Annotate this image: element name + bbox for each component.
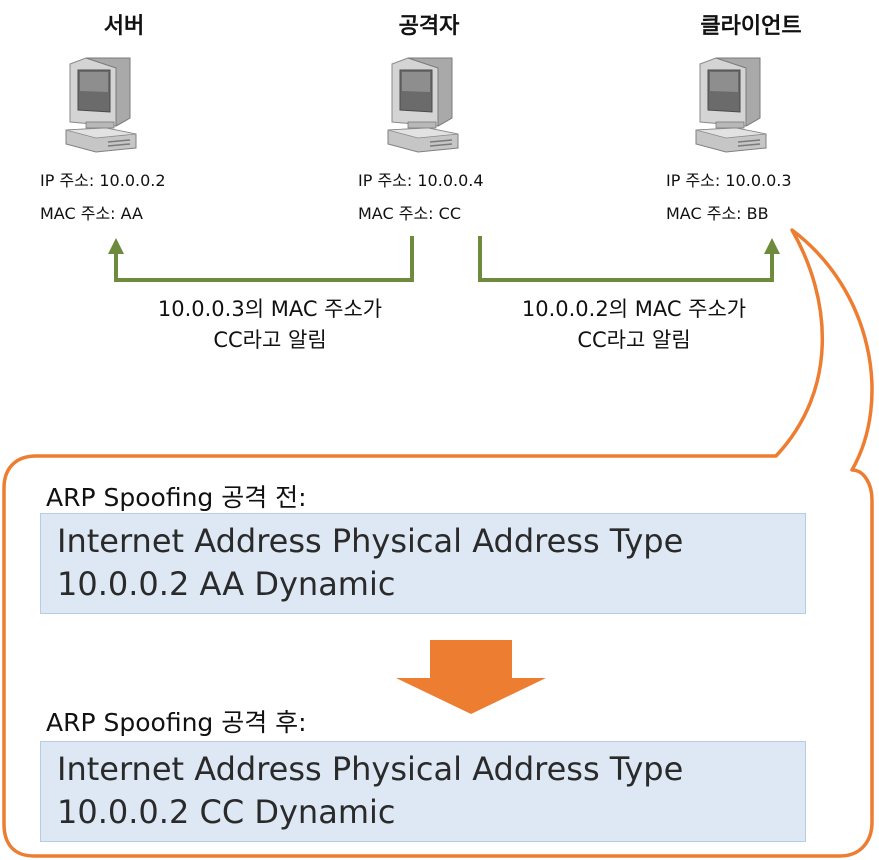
- client-mac: MAC 주소: BB: [666, 204, 769, 223]
- after-label: ARP Spoofing 공격 후:: [46, 708, 307, 737]
- message-to-client-line2: CC라고 알림: [577, 328, 691, 352]
- client-title: 클라이언트: [700, 14, 802, 39]
- arp-table-before: Internet Address Physical Address Type 1…: [40, 513, 806, 614]
- client-info: IP 주소: 10.0.0.3 MAC 주소: BB: [666, 164, 792, 230]
- arp-table-row: 10.0.0.2 AA Dynamic: [57, 565, 396, 603]
- attacker-info: IP 주소: 10.0.0.4 MAC 주소: CC: [358, 164, 484, 230]
- attacker-title: 공격자: [398, 14, 460, 39]
- attacker-mac: MAC 주소: CC: [358, 204, 461, 223]
- arp-table-row: 10.0.0.2 CC Dynamic: [57, 793, 396, 831]
- computer-icon: [387, 57, 459, 153]
- message-to-client: 10.0.0.2의 MAC 주소가 CC라고 알림: [474, 294, 794, 356]
- arrow-attacker-to-client: [478, 236, 780, 282]
- message-to-server-line2: CC라고 알림: [213, 328, 327, 352]
- message-to-server-line1: 10.0.0.3의 MAC 주소가: [157, 297, 383, 321]
- arp-table-header: Internet Address Physical Address Type: [57, 522, 684, 560]
- client-ip: IP 주소: 10.0.0.3: [666, 171, 792, 190]
- computer-icon: [695, 57, 767, 153]
- server-info: IP 주소: 10.0.0.2 MAC 주소: AA: [40, 164, 166, 230]
- down-arrow-icon: [396, 640, 546, 714]
- before-label: ARP Spoofing 공격 전:: [46, 483, 307, 512]
- arrow-attacker-to-server: [108, 236, 414, 282]
- server-mac: MAC 주소: AA: [40, 204, 143, 223]
- server-ip: IP 주소: 10.0.0.2: [40, 171, 166, 190]
- server-title: 서버: [103, 14, 145, 39]
- message-to-client-line1: 10.0.0.2의 MAC 주소가: [521, 297, 747, 321]
- callout-bubble: [2, 228, 874, 858]
- attacker-ip: IP 주소: 10.0.0.4: [358, 171, 484, 190]
- arp-table-after: Internet Address Physical Address Type 1…: [40, 741, 806, 842]
- message-to-server: 10.0.0.3의 MAC 주소가 CC라고 알림: [110, 294, 430, 356]
- arp-table-header: Internet Address Physical Address Type: [57, 750, 684, 788]
- computer-icon: [65, 57, 137, 153]
